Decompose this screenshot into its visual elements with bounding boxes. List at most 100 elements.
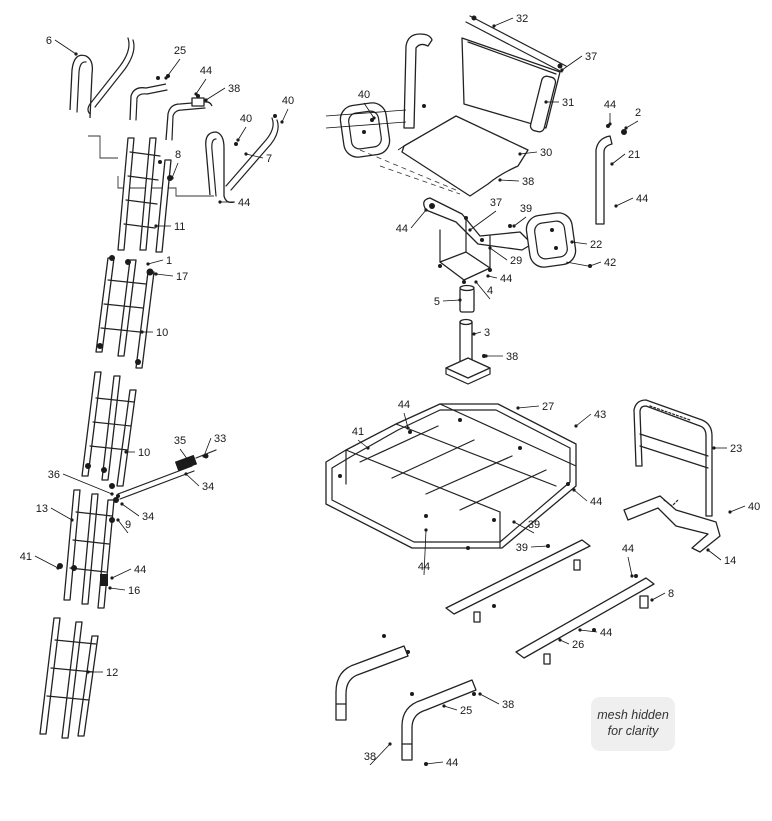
callout-arrow-44j: [424, 528, 428, 532]
callout-arrow-37a: [560, 68, 564, 72]
callout-leader-44i: [573, 489, 588, 502]
part-6-arm-rail: [69, 54, 94, 119]
callout-leader-30: [519, 151, 538, 155]
callout-label-44c: 44: [134, 564, 146, 576]
callout-leader-40c: [363, 102, 375, 119]
callout-leader-25b: [443, 705, 458, 711]
callout-arrow-40d: [728, 510, 732, 514]
callout-arrow-44e: [614, 204, 618, 208]
callout-leader-16: [109, 587, 126, 591]
part-31-seat-back: [461, 37, 561, 133]
part-11-ladder: [117, 137, 173, 253]
callout-label-8a: 8: [175, 149, 181, 161]
callout-arrow-36: [110, 492, 114, 496]
callout-arrow-44d: [608, 122, 612, 126]
callout-label-34a: 34: [202, 481, 214, 493]
callout-leader-39a: [513, 216, 527, 227]
part-39-crossbar: [445, 539, 591, 623]
callout-arrow-23: [712, 446, 716, 450]
part-26-crossbar: [515, 574, 655, 665]
callout-label-10b: 10: [138, 447, 150, 459]
callout-label-32: 32: [516, 13, 528, 25]
callout-arrow-41a: [56, 566, 60, 570]
callout-leader-8a: [171, 162, 179, 179]
callout-label-44i: 44: [590, 496, 602, 508]
callout-label-40d: 40: [748, 501, 760, 513]
callout-arrow-37b: [468, 228, 472, 232]
callout-label-26: 26: [572, 639, 584, 651]
part-13-ladder: [57, 489, 119, 609]
callout-label-13: 13: [36, 503, 48, 515]
callout-arrow-44l: [578, 628, 582, 632]
callout-leader-32: [493, 17, 514, 27]
callout-leader-44m: [425, 761, 444, 765]
callout-label-8b: 8: [668, 588, 674, 600]
part-25-footrest-right: [401, 679, 477, 766]
part-44-38-bracket-handle: [165, 94, 213, 141]
callout-arrow-7: [244, 152, 248, 156]
callout-arrow-39c: [546, 544, 550, 548]
callout-label-40c: 40: [358, 89, 370, 101]
callout-arrow-25a: [164, 76, 168, 80]
callout-leader-38a: [205, 87, 226, 101]
callout-leader-34b: [121, 503, 140, 517]
callout-arrow-40c: [372, 116, 376, 120]
callout-leader-44h: [403, 412, 409, 429]
part-10-ladder-lower: [81, 371, 137, 489]
callout-arrow-40a: [280, 120, 284, 124]
callout-arrow-38b: [498, 178, 502, 182]
callout-leader-1: [147, 259, 164, 265]
callout-leader-38e: [369, 743, 391, 766]
callout-label-38b: 38: [522, 176, 534, 188]
callout-label-6: 6: [46, 35, 52, 47]
part-23-rear-rail: [633, 399, 713, 517]
callout-label-3: 3: [484, 327, 490, 339]
note-text: mesh hidden for clarity: [597, 708, 669, 738]
callout-arrow-2: [624, 126, 628, 130]
callout-label-5: 5: [434, 296, 440, 308]
callout-arrow-8b: [650, 598, 654, 602]
callout-label-35: 35: [174, 435, 186, 447]
callout-label-38d: 38: [502, 699, 514, 711]
callout-label-10a: 10: [156, 327, 168, 339]
callout-arrow-27: [516, 406, 520, 410]
callout-leader-44f: [410, 209, 427, 229]
callout-leader-6: [54, 39, 77, 55]
callout-label-34b: 34: [142, 511, 154, 523]
callout-label-44j: 44: [418, 561, 430, 573]
callout-label-43: 43: [594, 409, 606, 421]
callout-label-22: 22: [590, 239, 602, 251]
callout-leader-44a: [195, 78, 207, 95]
callout-arrow-44g: [486, 274, 490, 278]
callout-arrow-10b: [124, 450, 128, 454]
callout-label-38e: 38: [364, 751, 376, 763]
callout-arrow-10a: [140, 330, 144, 334]
callout-leader-38b: [499, 179, 520, 182]
callout-arrow-34a: [184, 472, 188, 476]
part-27-platform-frame: [325, 403, 577, 550]
callout-arrow-44f: [424, 208, 428, 212]
part-21-right-back-post: [595, 124, 627, 225]
callout-leader-13: [50, 507, 73, 521]
callout-leader-29: [489, 247, 508, 261]
callout-leader-38d: [479, 693, 500, 705]
callout-leader-27: [517, 405, 540, 409]
callout-arrow-25b: [442, 704, 446, 708]
ladder-frame-outline-lower: [117, 176, 214, 197]
callout-leader-44j: [423, 529, 427, 576]
callout-leader-17: [155, 273, 174, 277]
callout-leader-22: [571, 241, 588, 245]
callout-label-39a: 39: [520, 203, 532, 215]
callout-label-41b: 41: [352, 426, 364, 438]
callout-label-44e: 44: [636, 193, 648, 205]
part-32-back-top-tube: [465, 15, 567, 73]
callout-arrow-40b: [236, 138, 240, 142]
callout-leader-42: [589, 261, 602, 267]
callout-leader-40a: [281, 108, 289, 123]
callout-leader-44l: [579, 629, 598, 633]
callout-leader-40b: [237, 126, 247, 141]
callout-leader-36: [62, 473, 113, 495]
callout-leader-25a: [165, 58, 181, 79]
